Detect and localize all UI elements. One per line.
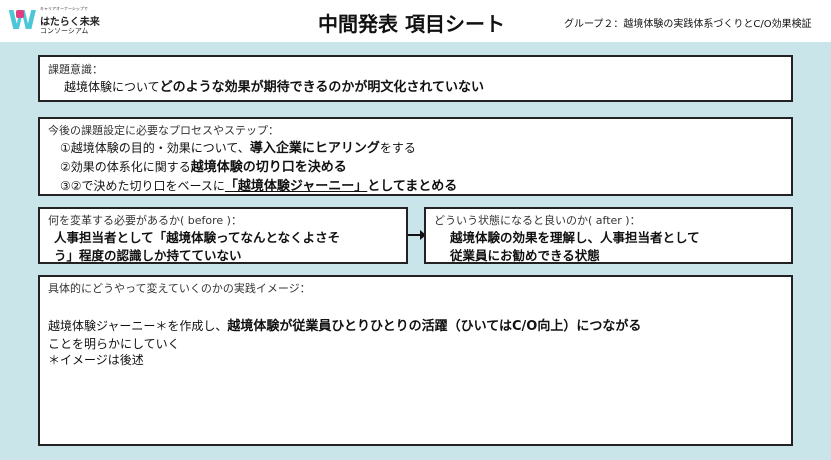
steps-label: 今後の課題設定に必要なプロセスやステップ： [48, 124, 279, 137]
header: W キャリアオーナーシップで はたらく未来 コンソーシアム 中間発表 項目シート… [0, 0, 831, 42]
logo-w-mark-icon: W [8, 6, 37, 36]
after-line-1: 越境体験の効果を理解し、人事担当者として [450, 230, 700, 245]
page-title: 中間発表 項目シート [318, 12, 505, 36]
practice-label: 具体的にどうやって変えていくのかの実践イメージ： [48, 282, 311, 295]
practice-box: 具体的にどうやって変えていくのかの実践イメージ： 越境体験ジャーニー＊を作成し、… [38, 275, 793, 446]
step-2: ②効果の体系化に関する越境体験の切り口を決める [60, 160, 347, 175]
after-label: どういう状態になると良いのか( after )： [434, 214, 641, 227]
before-box: 何を変革する必要があるか( before )： 人事担当者として「越境体験ってな… [38, 207, 408, 264]
steps-box: 今後の課題設定に必要なプロセスやステップ： ①越境体験の目的・効果について、導入… [38, 117, 793, 196]
logo-sub: コンソーシアム [40, 27, 89, 35]
issue-label: 課題意識： [48, 63, 103, 76]
issue-text: 越境体験についてどのような効果が期待できるのかが明文化されていない [64, 80, 485, 95]
step-1: ①越境体験の目的・効果について、導入企業にヒアリングをする [60, 141, 416, 156]
practice-line-1: 越境体験ジャーニー＊を作成し、越境体験が従業員ひとりひとりの活躍（ひいてはC/O… [48, 319, 642, 334]
step-3: ③②で決めた切り口をベースに「越境体験ジャーニー」としてまとめる [60, 179, 458, 194]
logo-name: はたらく未来 [40, 17, 100, 28]
before-line-1: 人事担当者として「越境体験ってなんとなくよさそ [54, 230, 341, 245]
after-line-2: 従業員にお勧めできる状態 [450, 248, 600, 263]
practice-line-2: ことを明らかにしていく [48, 337, 180, 351]
before-line-2: う」程度の認識しか持てていない [54, 248, 242, 263]
group-title: グループ２：越境体験の実践体系づくりとC/O効果検証 [564, 19, 812, 30]
practice-note: ＊イメージは後述 [48, 353, 144, 367]
after-box: どういう状態になると良いのか( after )： 越境体験の効果を理解し、人事担… [424, 207, 793, 264]
issue-box: 課題意識： 越境体験についてどのような効果が期待できるのかが明文化されていない [38, 55, 793, 102]
arrow-right-icon [408, 230, 426, 240]
consortium-logo: W キャリアオーナーシップで はたらく未来 コンソーシアム [8, 6, 100, 36]
logo-tagline: キャリアオーナーシップで [40, 6, 88, 11]
before-label: 何を変革する必要があるか( before )： [48, 214, 242, 227]
